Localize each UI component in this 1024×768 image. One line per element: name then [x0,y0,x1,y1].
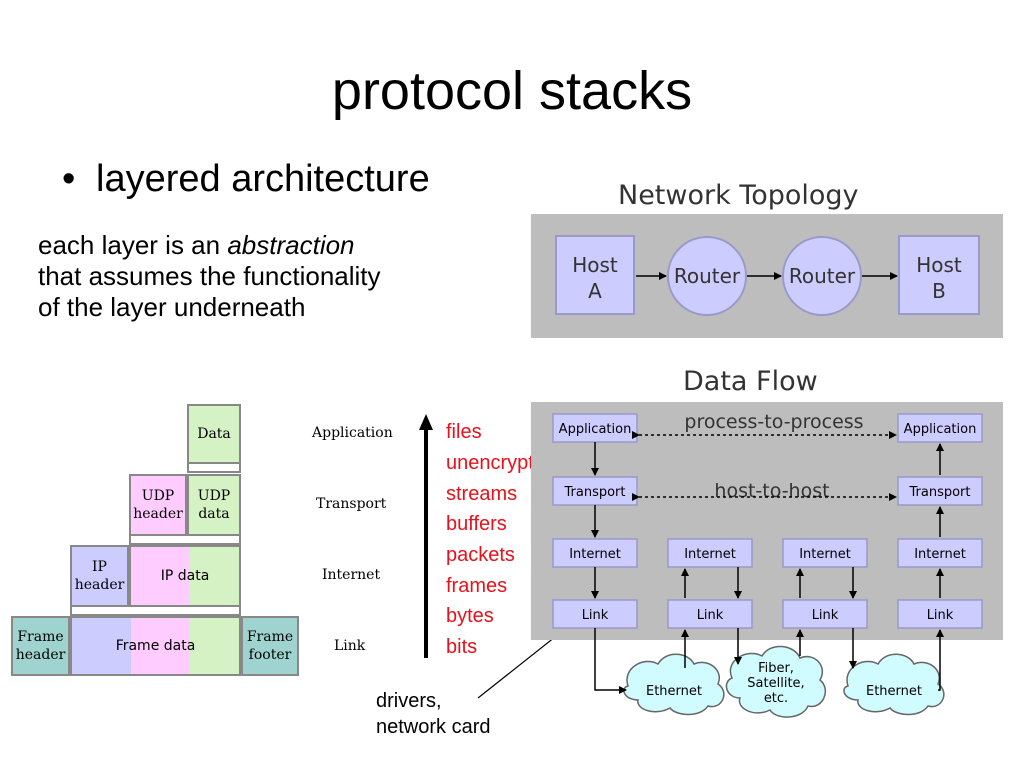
router-2-stack: Internet Link [782,538,868,629]
frame-data-block: Frame data [70,616,241,676]
description-line-2: that assumes the functionality [38,261,381,291]
host-to-host-label: host-to-host [714,480,829,502]
ip-data-block: IP data [129,545,241,607]
router-1-internet-label: Internet [684,547,736,562]
fiber-label-line-3: etc. [764,691,788,706]
unit-bytes: bytes [446,605,494,627]
description-text: each layer is an abstraction that assume… [38,230,381,323]
unit-streams: streams [446,483,518,505]
unit-buffers: buffers [446,513,507,535]
bullet-dot-icon: • [62,158,76,200]
ethernet-1-label: Ethernet [646,684,702,699]
layer-label-transport: Transport [316,496,387,512]
layer-label-link: Link [334,638,366,654]
host-a-label-line-2: A [588,279,602,303]
right-link-label: Link [927,608,954,623]
ethernet-to-right-link [936,629,944,691]
udp-block-spacer [129,536,241,545]
fiber-label-line-2: Satellite, [747,676,804,691]
data-block-spacer [187,464,241,473]
left-internet-box [552,538,638,568]
router-1-link-box [667,599,753,629]
topology-title: Network Topology [618,180,859,211]
ip-block-spacer [70,607,241,616]
slide-title: protocol stacks [331,61,693,121]
left-internet-label: Internet [569,547,621,562]
layer-label-application: Application [312,425,393,441]
host-a-label-line-1: Host [572,253,618,277]
left-application-label: Application [559,422,632,437]
layer-label-internet: Internet [322,567,381,583]
fiber-satellite-cloud: Fiber, Satellite, etc. [725,645,826,718]
right-link-box [897,599,983,629]
router-1-link-label: Link [697,608,724,623]
drivers-annotation: drivers, network card [376,690,491,738]
router-2-node [782,236,862,316]
host-b-label-line-1: Host [916,253,962,277]
router-2-internet-box [782,538,868,568]
unit-files: files [446,421,482,443]
router-2-internet-label: Internet [799,547,851,562]
unit-bits: bits [446,636,478,658]
bullet-text: layered architecture [96,158,430,200]
description-line-1: each layer is an abstraction [38,230,355,260]
host-b-node [898,235,980,315]
router-2-link-label: Link [812,608,839,623]
bullet-item: • layered architecture [62,160,430,198]
right-application-label: Application [904,422,977,437]
right-application-box [897,413,983,443]
up-arrow-icon [419,414,433,658]
network-diagram: Network Topology Host A Router Router Ho… [531,180,1003,718]
router-1-label: Router [674,264,741,288]
router-1-stack: Internet Link [667,538,753,629]
unit-frames: frames [446,575,508,597]
router-1-internet-box [667,538,753,568]
left-transport-label: Transport [563,485,625,500]
left-link-label: Link [582,608,609,623]
right-internet-box [897,538,983,568]
right-host-stack: Application Transport Internet Link [897,413,983,629]
cloud-connections [594,628,944,694]
router-2-label: Router [789,264,856,288]
abstraction-emphasis: abstraction [227,230,355,260]
host-b-label-line-2: B [932,279,946,303]
router-1-node [667,236,747,316]
right-transport-label: Transport [908,485,970,500]
right-internet-label: Internet [914,547,966,562]
left-link-to-ethernet [594,628,627,694]
host-a-node [555,235,635,315]
description-line-3: of the layer underneath [38,292,306,322]
unit-packets: packets [446,544,515,566]
data-block: Data [187,404,241,464]
unit-unencrypted: unencrypted [446,452,557,474]
fiber-label-line-1: Fiber, [758,661,794,676]
ethernet-2-label: Ethernet [866,684,922,699]
left-application-box [552,413,638,443]
process-to-process-label: process-to-process [684,411,863,433]
right-transport-box [897,476,983,506]
left-host-stack: Application Transport Internet Link [552,413,638,629]
left-transport-box [552,476,638,506]
ethernet-cloud-2: Ethernet [843,653,945,716]
vertical-flow-arrows [591,442,944,599]
left-link-box [552,599,638,629]
router-2-link-box [782,599,868,629]
ethernet-cloud-1: Ethernet [623,653,725,716]
dataflow-title: Data Flow [683,366,818,397]
